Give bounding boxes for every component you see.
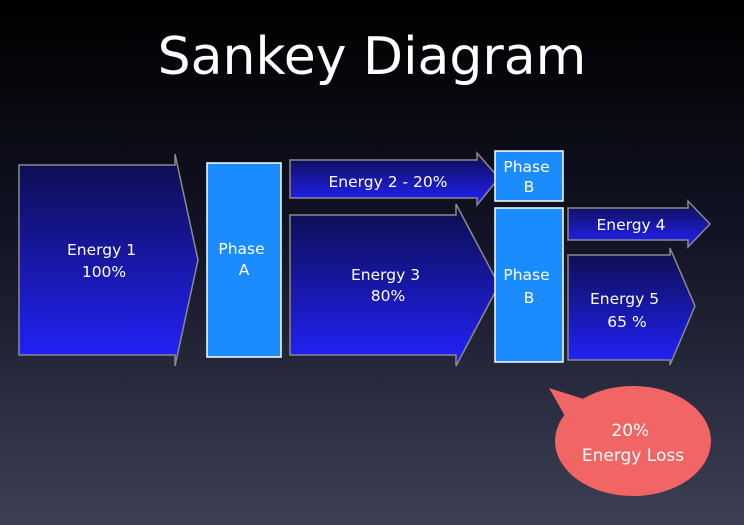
phase-a-label: Phase bbox=[218, 240, 264, 258]
energy-1-flow: Energy 1 100% bbox=[18, 153, 199, 367]
energy-loss-label: Energy Loss bbox=[582, 446, 684, 466]
svg-text:Phase A: Phase A bbox=[218, 240, 269, 279]
energy-2-flow: Energy 2 - 20% bbox=[289, 151, 500, 208]
energy-3-value: 80% bbox=[371, 287, 405, 305]
energy-4-flow: Energy 4 bbox=[567, 199, 712, 249]
energy-2-label: Energy 2 - 20% bbox=[329, 173, 448, 191]
phase-b-top-letter: B bbox=[524, 178, 535, 196]
energy-1-name: Energy 1 bbox=[67, 241, 136, 259]
energy-5-value: 65 % bbox=[607, 313, 646, 331]
phase-b-main-letter: B bbox=[524, 289, 535, 307]
energy-loss-callout: 20% Energy Loss bbox=[549, 386, 711, 496]
energy-3-name: Energy 3 bbox=[351, 266, 420, 284]
svg-text:Energy 5 65 %: Energy 5 65 % bbox=[590, 290, 664, 331]
svg-text:Energy 1 100%: Energy 1 100% bbox=[67, 241, 141, 281]
energy-5-name: Energy 5 bbox=[590, 290, 659, 308]
energy-3-flow: Energy 3 80% bbox=[289, 203, 500, 367]
phase-a-node: Phase A bbox=[206, 162, 282, 358]
phase-a-letter: A bbox=[239, 261, 250, 279]
phase-b-main-node: Phase B bbox=[494, 207, 564, 363]
energy-1-value: 100% bbox=[82, 263, 126, 281]
energy-5-flow: Energy 5 65 % bbox=[567, 247, 696, 366]
svg-text:Phase B: Phase B bbox=[503, 158, 554, 196]
svg-text:Energy 3 80%: Energy 3 80% bbox=[351, 266, 425, 305]
phase-b-top-label: Phase bbox=[503, 158, 549, 176]
phase-b-top-node: Phase B bbox=[494, 150, 564, 202]
energy-loss-percent: 20% bbox=[611, 421, 649, 441]
svg-text:20% Energy Loss: 20% Energy Loss bbox=[582, 421, 684, 466]
phase-b-main-label: Phase bbox=[503, 266, 549, 284]
energy-4-label: Energy 4 bbox=[596, 216, 665, 234]
diagram-title: Sankey Diagram bbox=[157, 27, 587, 87]
svg-text:Phase B: Phase B bbox=[503, 266, 554, 307]
